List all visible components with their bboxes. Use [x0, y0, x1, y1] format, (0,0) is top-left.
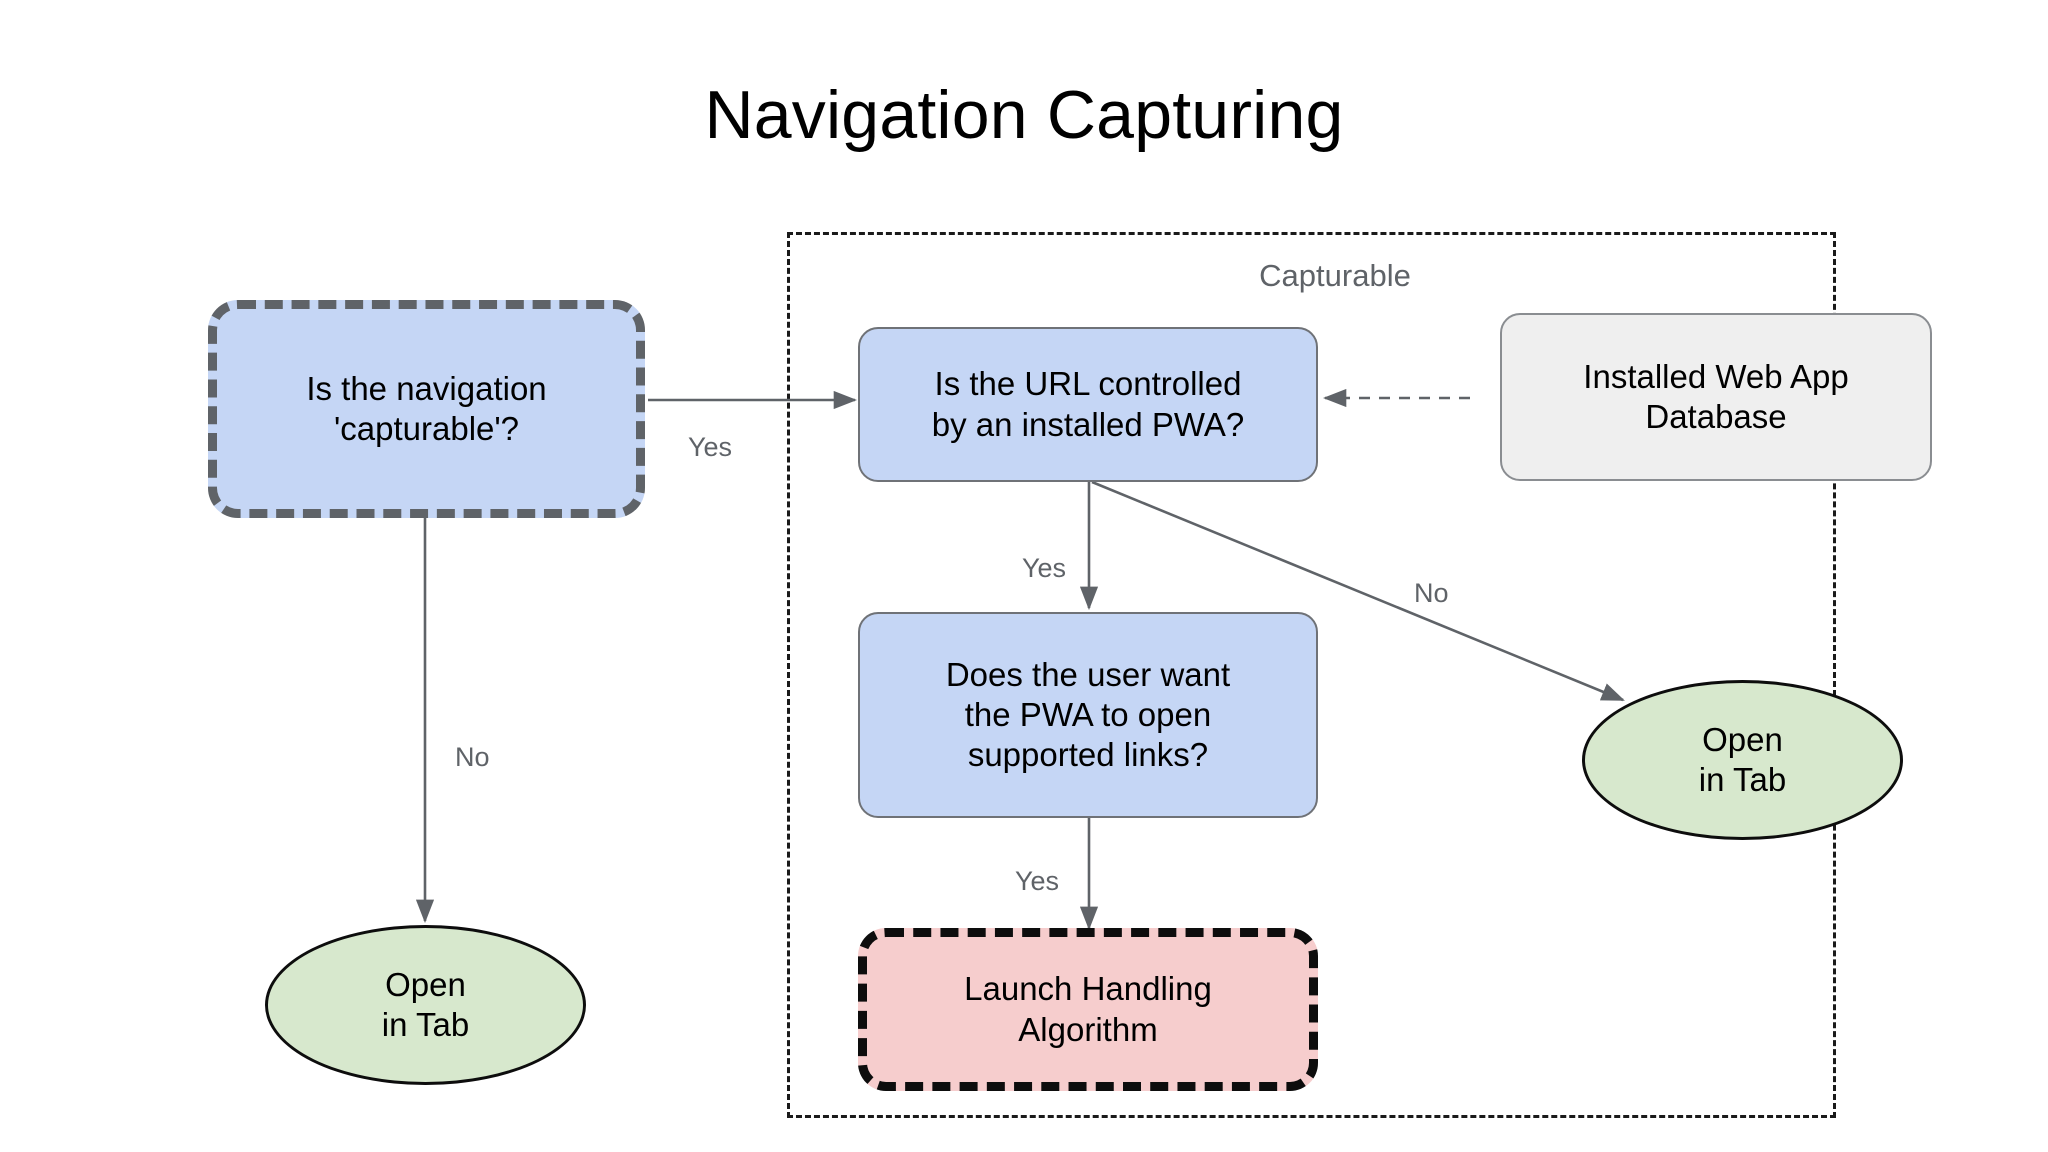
node-is-capturable-line1: Is the navigation — [306, 369, 547, 407]
node-app-database[interactable]: Installed Web App Database — [1500, 313, 1932, 481]
node-user-wants-pwa-line2: the PWA to open — [964, 695, 1212, 733]
node-launch-handling-label: Launch Handling Algorithm — [964, 969, 1212, 1050]
node-open-in-tab-left-line2: in Tab — [381, 1006, 470, 1043]
node-app-database-line1: Installed Web App — [1583, 357, 1849, 395]
node-user-wants-pwa-label: Does the user want the PWA to open suppo… — [946, 655, 1230, 776]
edge-label-url-no: No — [1414, 578, 1449, 608]
node-app-database-line2: Database — [1645, 398, 1787, 435]
node-is-capturable[interactable]: Is the navigation 'capturable'? — [208, 300, 645, 518]
node-is-capturable-label: Is the navigation 'capturable'? — [306, 369, 546, 450]
edge-label-user-yes: Yes — [1015, 866, 1060, 896]
node-open-in-tab-right-line2: in Tab — [1698, 761, 1787, 798]
node-url-controlled-line2: by an installed PWA? — [931, 405, 1245, 443]
node-open-in-tab-left-label: Open in Tab — [382, 965, 469, 1046]
node-open-in-tab-right[interactable]: Open in Tab — [1582, 680, 1903, 840]
node-open-in-tab-left[interactable]: Open in Tab — [265, 925, 586, 1085]
node-app-database-label: Installed Web App Database — [1583, 357, 1848, 438]
page-title: Navigation Capturing — [704, 77, 1344, 153]
node-launch-handling-line2: Algorithm — [1018, 1010, 1158, 1048]
node-launch-handling[interactable]: Launch Handling Algorithm — [858, 928, 1318, 1091]
node-url-controlled-line1: Is the URL controlled — [934, 365, 1242, 403]
edge-label-url-yes: Yes — [1022, 553, 1067, 583]
capturable-group-label: Capturable — [1259, 258, 1411, 293]
node-open-in-tab-right-label: Open in Tab — [1699, 720, 1786, 801]
edge-label-capturable-yes: Yes — [688, 432, 733, 462]
node-open-in-tab-left-line1: Open — [385, 965, 466, 1003]
node-url-controlled-label: Is the URL controlled by an installed PW… — [932, 364, 1244, 445]
node-url-controlled[interactable]: Is the URL controlled by an installed PW… — [858, 327, 1318, 482]
capturable-group-box — [787, 232, 1836, 1118]
node-launch-handling-line1: Launch Handling — [964, 970, 1212, 1008]
node-is-capturable-line2: 'capturable'? — [333, 410, 520, 447]
node-user-wants-pwa[interactable]: Does the user want the PWA to open suppo… — [858, 612, 1318, 818]
node-user-wants-pwa-line1: Does the user want — [945, 655, 1231, 693]
edge-label-capturable-no: No — [455, 742, 490, 772]
node-user-wants-pwa-line3: supported links? — [967, 736, 1209, 774]
node-open-in-tab-right-line1: Open — [1702, 720, 1783, 758]
